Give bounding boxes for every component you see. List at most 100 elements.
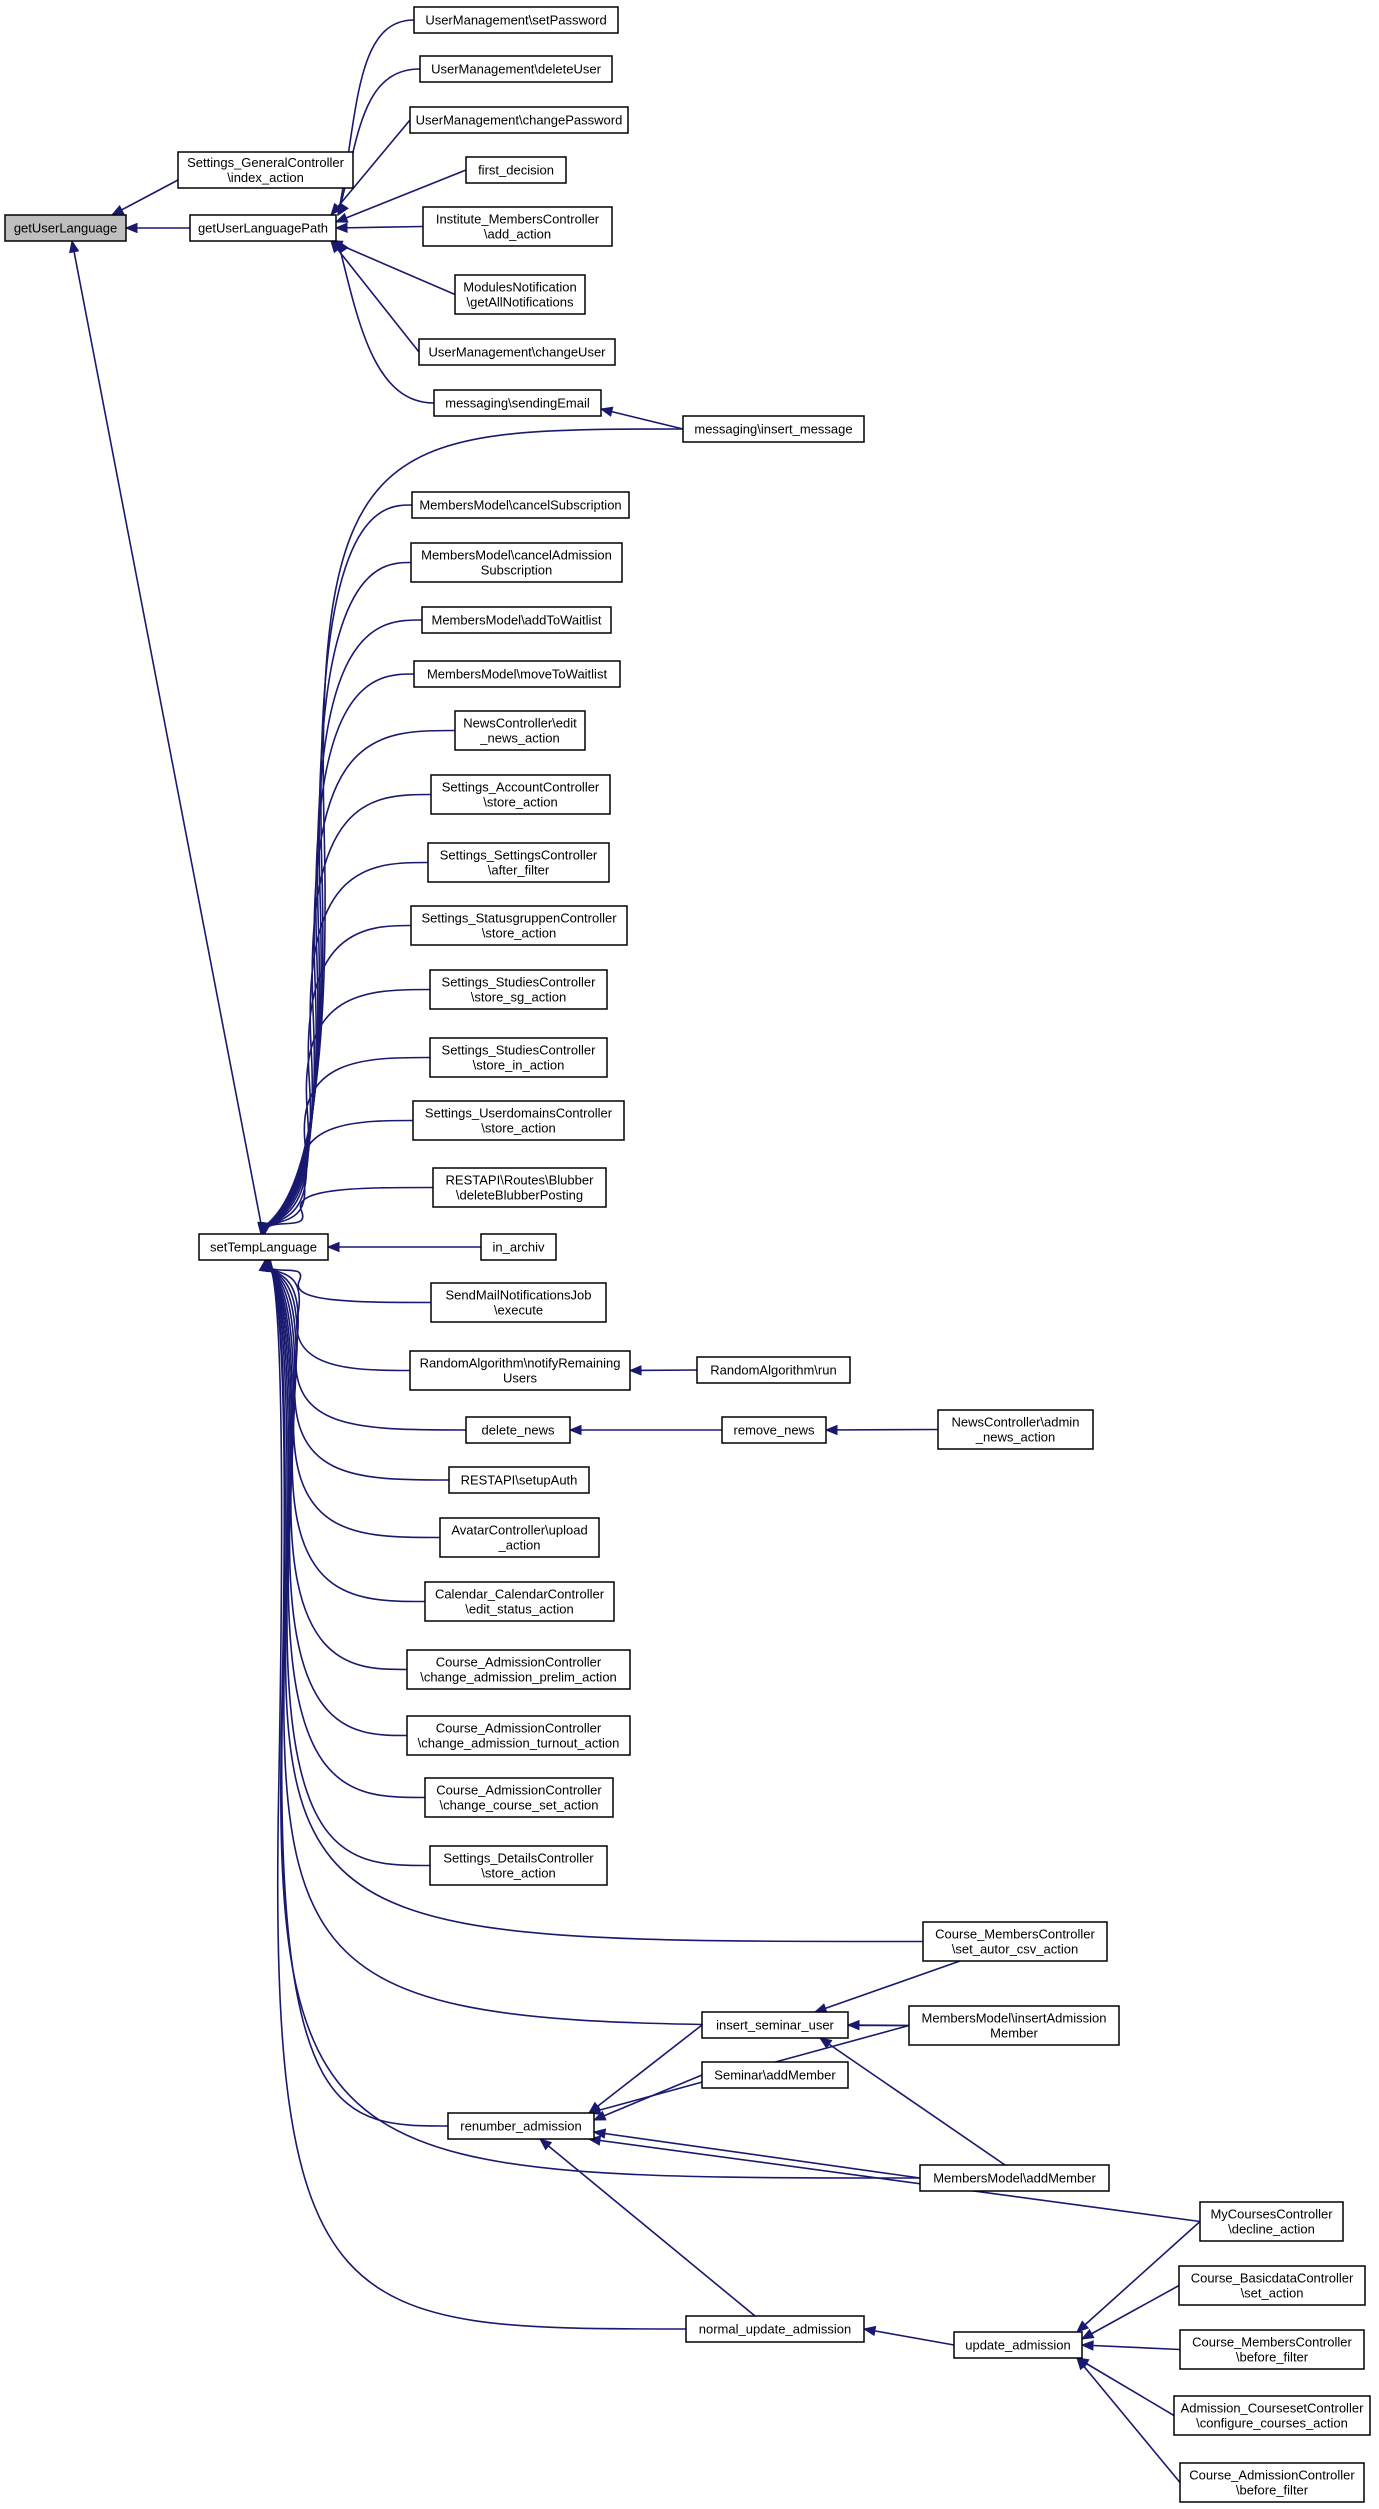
- node-modules-notification[interactable]: ModulesNotification\getAllNotifications: [454, 274, 586, 315]
- node-mm-addMember[interactable]: MembersModel\addMember: [919, 2164, 1110, 2192]
- node-settings-details[interactable]: Settings_DetailsController\store_action: [429, 1845, 608, 1886]
- node-settings-studies-sg[interactable]: Settings_StudiesController\store_sg_acti…: [429, 969, 608, 1010]
- node-um-setPassword[interactable]: UserManagement\setPassword: [413, 6, 619, 34]
- node-insert-seminar-user[interactable]: insert_seminar_user: [701, 2011, 849, 2039]
- node-box: [908, 2005, 1120, 2046]
- node-seminar-addMember[interactable]: Seminar\addMember: [701, 2061, 849, 2089]
- node-cm-before[interactable]: Course_MembersController\before_filter: [1179, 2329, 1365, 2370]
- node-label: \store_action: [481, 1121, 555, 1136]
- node-ca-prelim[interactable]: Course_AdmissionController\change_admiss…: [406, 1649, 631, 1690]
- node-box: [448, 1466, 590, 1494]
- node-institute-members[interactable]: Institute_MembersController\add_action: [422, 206, 613, 247]
- node-label: UserManagement\deleteUser: [431, 62, 601, 77]
- node-remove-news[interactable]: remove_news: [721, 1416, 827, 1444]
- node-mycourses-decline[interactable]: MyCoursesController\decline_action: [1199, 2201, 1344, 2242]
- node-update-admission[interactable]: update_admission: [953, 2331, 1083, 2359]
- node-label: Settings_StudiesController: [442, 1043, 597, 1058]
- call-edge: [588, 2024, 703, 2114]
- call-edge: [863, 2328, 955, 2346]
- node-label: Calendar_CalendarController: [435, 1587, 605, 1602]
- node-label: Settings_AccountController: [442, 780, 600, 795]
- node-label: \store_action: [483, 795, 557, 810]
- node-messaging-sendingEmail[interactable]: messaging\sendingEmail: [433, 389, 602, 417]
- node-mm-moveToWaitlist[interactable]: MembersModel\moveToWaitlist: [413, 660, 621, 688]
- node-label: ModulesNotification: [463, 280, 576, 295]
- node-setTempLanguage[interactable]: setTempLanguage: [198, 1233, 329, 1261]
- node-admission-courseset[interactable]: Admission_CoursesetController\configure_…: [1173, 2395, 1371, 2436]
- node-label: SendMailNotificationsJob: [446, 1288, 592, 1303]
- node-label: Settings_StatusgruppenController: [421, 911, 617, 926]
- call-edge: [593, 2131, 921, 2179]
- node-random-run[interactable]: RandomAlgorithm\run: [696, 1356, 851, 1384]
- call-edge: [337, 240, 435, 404]
- node-delete-news[interactable]: delete_news: [465, 1416, 571, 1444]
- node-settings-statusgruppen[interactable]: Settings_StatusgruppenController\store_a…: [410, 905, 628, 946]
- node-settings-userdomains[interactable]: Settings_UserdomainsController\store_act…: [412, 1100, 625, 1141]
- node-mm-cancelSubscription[interactable]: MembersModel\cancelSubscription: [411, 491, 630, 519]
- node-ca-before[interactable]: Course_AdmissionController\before_filter: [1179, 2462, 1365, 2503]
- node-um-changePassword[interactable]: UserManagement\changePassword: [409, 106, 629, 134]
- node-label: Course_AdmissionController: [436, 1721, 602, 1736]
- arrowhead: [818, 2037, 833, 2049]
- call-edge: [335, 225, 424, 229]
- node-settings-settings[interactable]: Settings_SettingsController\after_filter: [427, 842, 610, 883]
- node-normal-update[interactable]: normal_update_admission: [685, 2315, 865, 2343]
- node-news-edit[interactable]: NewsController\edit_news_action: [454, 710, 586, 751]
- node-box: [424, 1777, 614, 1818]
- node-box: [1178, 2265, 1366, 2306]
- node-label: \after_filter: [488, 863, 550, 878]
- nodes: getUserLanguage Settings_GeneralControlle…: [4, 6, 1371, 2503]
- node-label: UserManagement\setPassword: [425, 13, 606, 28]
- node-sendmail-job[interactable]: SendMailNotificationsJob\execute: [430, 1282, 607, 1323]
- node-settings-studies-in[interactable]: Settings_StudiesController\store_in_acti…: [429, 1037, 608, 1078]
- node-label: renumber_admission: [460, 2119, 581, 2134]
- node-getUserLanguagePath[interactable]: getUserLanguagePath: [189, 214, 337, 242]
- arrowhead: [846, 2019, 860, 2031]
- node-renumber-admission[interactable]: renumber_admission: [447, 2112, 595, 2140]
- node-in-archiv[interactable]: in_archiv: [480, 1233, 557, 1261]
- node-getUserLanguage[interactable]: getUserLanguage: [4, 214, 127, 242]
- call-edge: [825, 1428, 939, 1431]
- call-edge: [819, 2037, 1006, 2166]
- node-um-deleteUser[interactable]: UserManagement\deleteUser: [419, 55, 613, 83]
- node-label: Settings_UserdomainsController: [425, 1106, 613, 1121]
- node-label: MembersModel\insertAdmission: [922, 2011, 1107, 2026]
- call-edge: [260, 428, 684, 1235]
- arrowhead: [628, 1365, 642, 1376]
- node-cm-autor-csv[interactable]: Course_MembersController\set_autor_csv_a…: [922, 1921, 1108, 1962]
- node-settings-account[interactable]: Settings_AccountController\store_action: [430, 774, 611, 815]
- node-um-changeUser[interactable]: UserManagement\changeUser: [418, 338, 616, 366]
- call-edge: [265, 1259, 467, 1431]
- node-mm-addToWaitlist[interactable]: MembersModel\addToWaitlist: [421, 606, 612, 634]
- node-avatar-upload[interactable]: AvatarController\upload_action: [439, 1517, 600, 1558]
- node-cb-set[interactable]: Course_BasicdataController\set_action: [1178, 2265, 1366, 2306]
- node-calendar-edit[interactable]: Calendar_CalendarController\edit_status_…: [424, 1581, 615, 1622]
- node-messaging-insert[interactable]: messaging\insert_message: [682, 415, 865, 443]
- node-first-decision[interactable]: first_decision: [465, 156, 567, 184]
- call-edge: [814, 1960, 961, 2013]
- node-settings-general[interactable]: Settings_GeneralController\index_action: [177, 151, 354, 189]
- call-edge: [267, 1259, 924, 1943]
- node-box: [411, 491, 630, 519]
- node-news-admin[interactable]: NewsController\admin_news_action: [937, 1409, 1094, 1450]
- node-box: [439, 1517, 600, 1558]
- node-label: \execute: [494, 1303, 543, 1318]
- node-label: \deleteBlubberPosting: [456, 1188, 583, 1203]
- node-box: [406, 1649, 631, 1690]
- call-edge: [600, 408, 684, 430]
- arrowhead: [261, 1221, 272, 1236]
- call-edge: [1076, 2357, 1175, 2417]
- node-ca-courseset[interactable]: Course_AdmissionController\change_course…: [424, 1777, 614, 1818]
- node-ca-turnout[interactable]: Course_AdmissionController\change_admiss…: [406, 1715, 631, 1756]
- node-restapi-setupauth[interactable]: RESTAPI\setupAuth: [448, 1466, 590, 1494]
- call-edge: [335, 169, 467, 223]
- node-restapi-blubber[interactable]: RESTAPI\Routes\Blubber\deleteBlubberPost…: [432, 1167, 607, 1208]
- node-label: MembersModel\cancelAdmission: [421, 548, 612, 563]
- node-box: [454, 274, 586, 315]
- node-label: \add_action: [484, 227, 551, 242]
- node-label: Settings_GeneralController: [187, 155, 344, 170]
